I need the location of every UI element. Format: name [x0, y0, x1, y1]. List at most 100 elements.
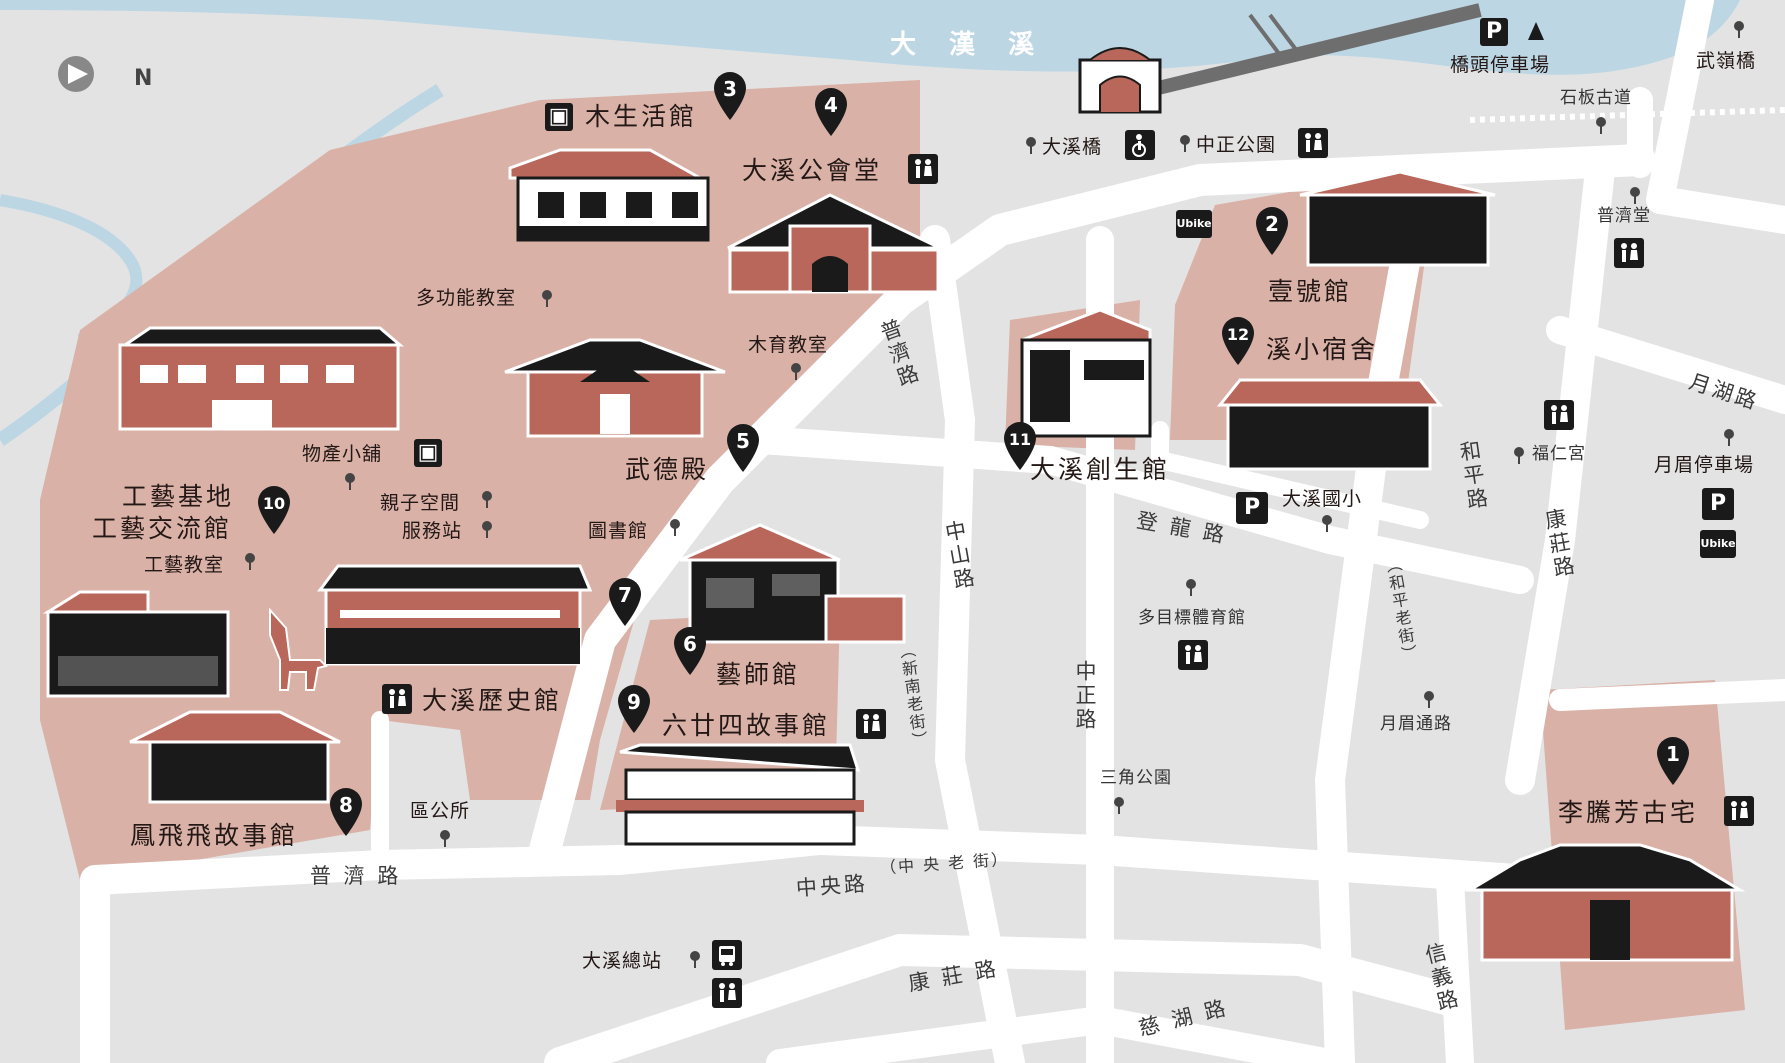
- label-4[interactable]: 大溪公會堂: [742, 156, 883, 185]
- poi-bridgehead-parking: 橋頭停車場: [1450, 54, 1551, 76]
- pin-12-number: 12: [1227, 325, 1249, 344]
- label-9[interactable]: 六廿四故事館: [662, 711, 831, 740]
- poi-stone-path: 石板古道: [1560, 88, 1632, 108]
- pin-11-number: 11: [1009, 430, 1031, 449]
- label-10-line2[interactable]: 工藝交流館: [92, 514, 233, 543]
- poi-yuemei-parking: 月眉停車場: [1654, 454, 1755, 476]
- pin-8-icon[interactable]: 8: [328, 786, 364, 838]
- restroom-icon: [382, 684, 412, 714]
- road-label-puji-bottom: 普 濟 路: [310, 864, 402, 888]
- pin-7-number: 7: [618, 583, 632, 607]
- bus-icon: [712, 940, 742, 970]
- restroom-icon: [712, 978, 742, 1008]
- building-8: [129, 710, 341, 804]
- road-network: [80, 0, 1785, 1063]
- building-1: [1464, 843, 1746, 962]
- pin-6-icon[interactable]: 6: [672, 625, 708, 677]
- location-dot-icon: [1596, 117, 1606, 134]
- ubike-icon: Ubike: [1700, 530, 1736, 558]
- pin-12-icon[interactable]: 12: [1218, 315, 1258, 367]
- location-dot-icon: [1724, 429, 1734, 446]
- building-6: [679, 523, 906, 644]
- location-dot-icon: [1734, 21, 1744, 38]
- pin-4-icon[interactable]: 4: [813, 86, 849, 138]
- river-name: 大 漢 溪: [890, 30, 1047, 60]
- poi-bus-station: 大溪總站: [582, 950, 663, 972]
- deer-statue: [269, 607, 328, 691]
- label-5[interactable]: 武德殿: [625, 455, 710, 484]
- location-dot-icon: [791, 363, 801, 380]
- location-dot-icon: [1514, 447, 1524, 464]
- poi-yuemei-road: 月眉通路: [1380, 714, 1452, 734]
- label-12[interactable]: 溪小宿舍: [1266, 335, 1379, 364]
- location-dot-icon: [1026, 137, 1036, 154]
- pin-7-icon[interactable]: 7: [607, 576, 643, 628]
- restroom-icon: [1724, 796, 1754, 826]
- pin-8-number: 8: [339, 793, 353, 817]
- poi-district-office: 區公所: [410, 800, 471, 822]
- pin-11-icon[interactable]: 11: [1000, 420, 1040, 472]
- label-11[interactable]: 大溪創生館: [1030, 455, 1171, 484]
- location-dot-icon: [482, 491, 492, 508]
- road-label-zhongzheng: 中正路: [1073, 660, 1097, 732]
- pin-9-icon[interactable]: 9: [616, 683, 652, 735]
- poi-wuling: 武嶺橋: [1696, 50, 1757, 72]
- road-right-top: [1646, 0, 1785, 234]
- label-8[interactable]: 鳳飛飛故事館: [130, 821, 299, 850]
- bridge-tower: [1248, 13, 1302, 57]
- poi-fuxing-temple: 福仁宮: [1532, 444, 1586, 464]
- mountain-icon: [1528, 22, 1544, 40]
- label-1[interactable]: 李騰芳古宅: [1558, 798, 1699, 827]
- building-history: [317, 564, 593, 666]
- pin-3-icon[interactable]: 3: [712, 70, 748, 122]
- restroom-icon: [1178, 640, 1208, 670]
- pin-4-number: 4: [824, 93, 838, 117]
- ubike-icon: Ubike: [1176, 210, 1212, 238]
- label-3[interactable]: 木生活館: [585, 102, 698, 131]
- building-2: [1299, 170, 1496, 267]
- poi-multi-classroom: 多功能教室: [416, 287, 517, 309]
- label-6[interactable]: 藝師館: [716, 660, 801, 689]
- location-dot-icon: [1180, 135, 1190, 152]
- restroom-icon: [908, 154, 938, 184]
- building-left-mid: [42, 590, 230, 698]
- label-history-hall[interactable]: 大溪歷史館: [422, 686, 563, 715]
- poi-puji-hall: 普濟堂: [1597, 206, 1651, 226]
- location-dot-icon: [690, 951, 700, 968]
- poi-craft-classroom: 工藝教室: [144, 554, 225, 576]
- poi-daxi-elementary: 大溪國小: [1282, 488, 1363, 510]
- poi-zhongzheng-park: 中正公園: [1196, 134, 1277, 156]
- gift-icon: ▣: [414, 439, 442, 467]
- road-kangzhuang-r: [1505, 155, 1615, 795]
- pin-1-icon[interactable]: 1: [1655, 735, 1691, 787]
- north-compass: N: [56, 54, 152, 98]
- location-dot-icon: [1630, 187, 1640, 204]
- building-4: [727, 193, 941, 294]
- poi-service: 服務站: [402, 520, 463, 542]
- road-heping: [1315, 165, 1435, 1063]
- location-dot-icon: [440, 830, 450, 847]
- pin-5-icon[interactable]: 5: [725, 422, 761, 474]
- building-12: [1216, 378, 1444, 471]
- poi-shop: 物產小舖: [302, 443, 383, 465]
- label-2[interactable]: 壹號館: [1268, 277, 1353, 306]
- restroom-icon: [1544, 400, 1574, 430]
- park-zone: [40, 80, 920, 880]
- bridge: [1148, 3, 1482, 97]
- poi-library: 圖書館: [588, 520, 649, 542]
- river-area-2: [250, 0, 1300, 66]
- pin-2-icon[interactable]: 2: [1254, 205, 1290, 257]
- parking-icon: P: [1236, 492, 1268, 524]
- restroom-icon: [1298, 128, 1328, 158]
- bridge-arch: [1078, 47, 1162, 114]
- poi-wood-classroom: 木育教室: [748, 334, 829, 356]
- pin-10-icon[interactable]: 10: [254, 484, 294, 536]
- location-dot-icon: [345, 473, 355, 490]
- pin-3-number: 3: [723, 77, 737, 101]
- parking-icon: P: [1480, 18, 1508, 46]
- location-dot-icon: [1186, 579, 1196, 596]
- label-10-line1[interactable]: 工藝基地: [122, 482, 235, 511]
- building-9: [616, 743, 864, 846]
- poi-gym: 多目標體育館: [1138, 608, 1246, 628]
